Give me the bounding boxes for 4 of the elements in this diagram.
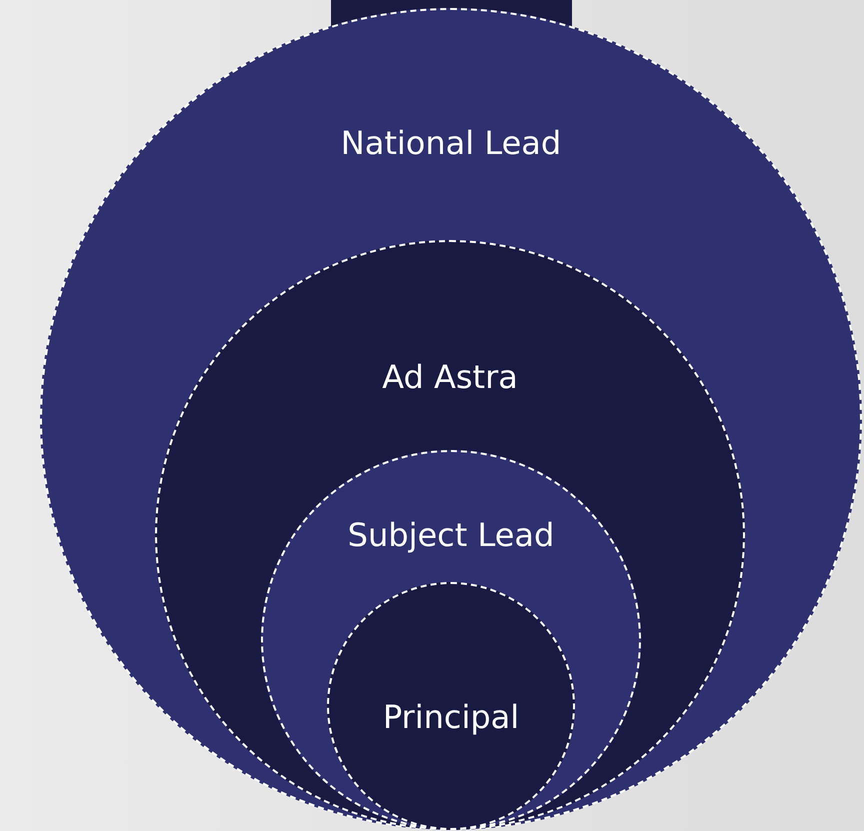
circle-label: Ad Astra [382,358,518,396]
circle-label: Principal [382,698,520,736]
circle-label: Subject Lead [348,516,554,554]
circle-label: National Lead [340,124,562,162]
